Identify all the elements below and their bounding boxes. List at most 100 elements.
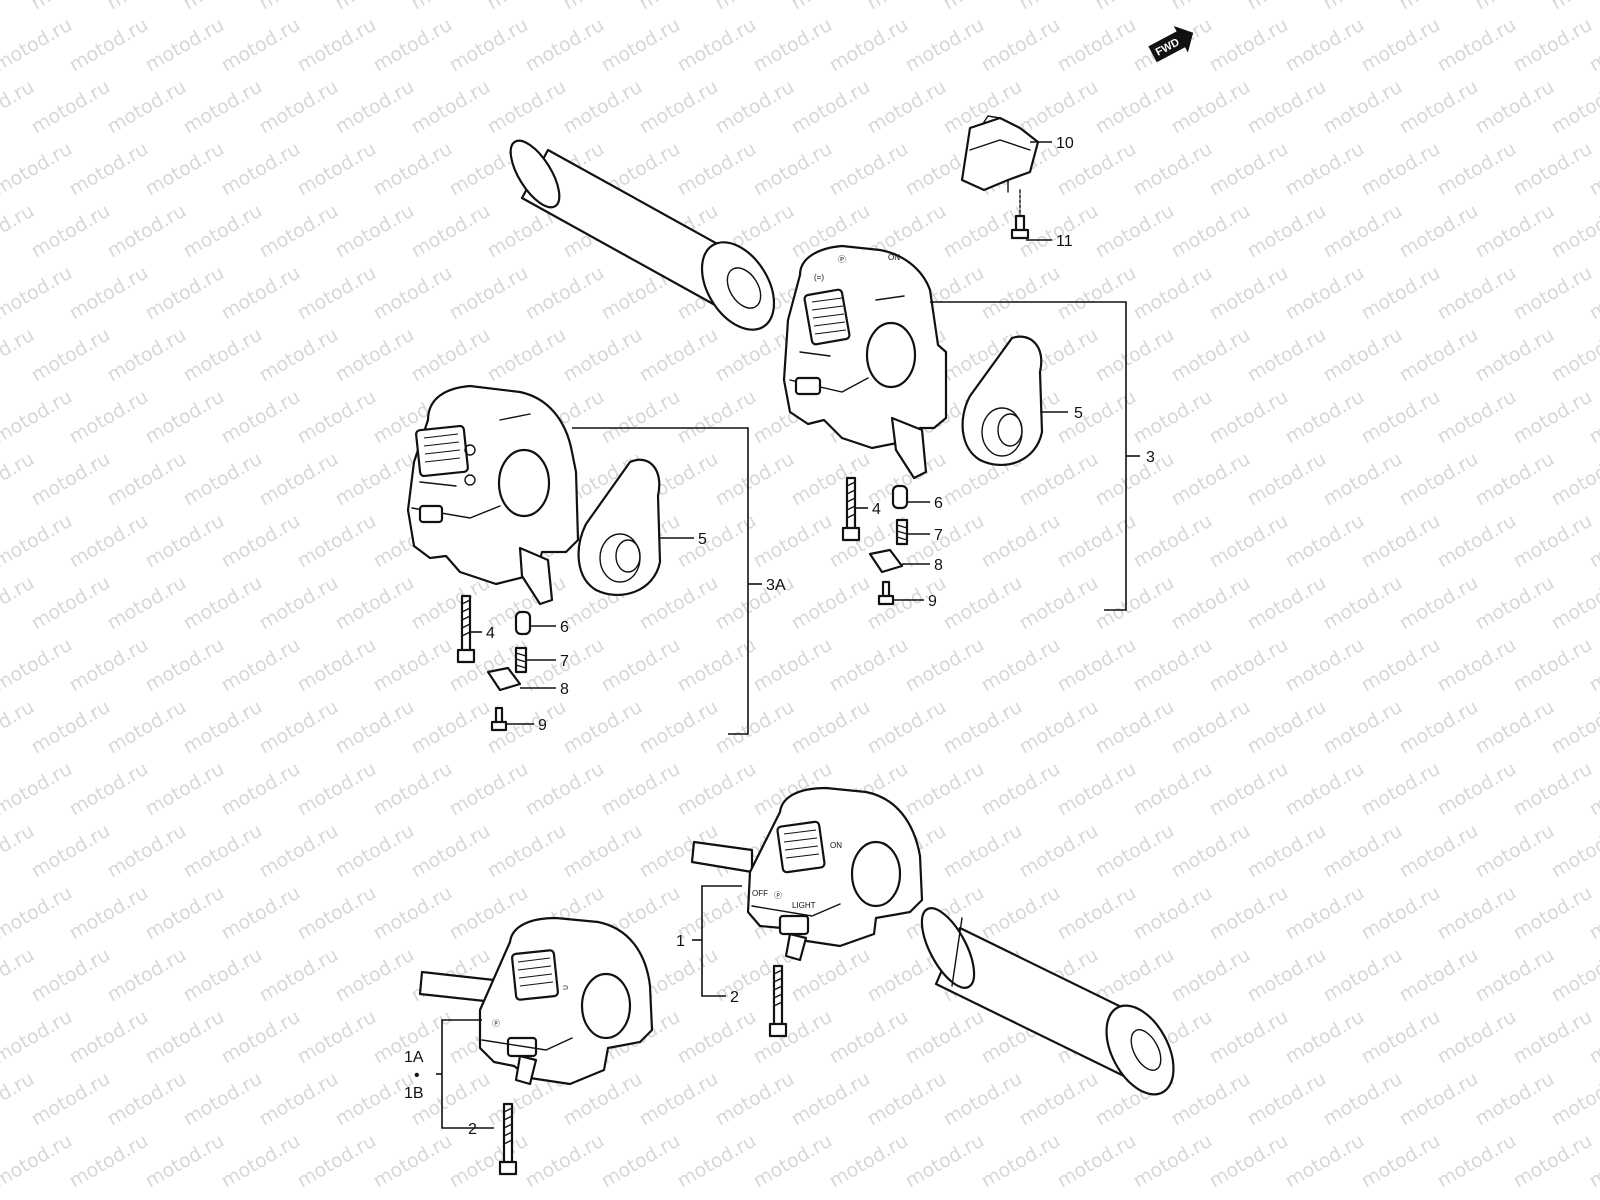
watermark-text: motod.ru [1510,1006,1596,1069]
watermark-text: motod.ru [1054,1130,1140,1193]
watermark-text: motod.ru [1130,634,1216,697]
label-6-left: 6 [560,619,569,636]
watermark-text: motod.ru [180,1068,266,1131]
watermark-text: motod.ru [370,758,456,821]
watermark-text: motod.ru [750,634,836,697]
watermark-text: motod.ru [1472,448,1558,511]
watermark-text: motod.ru [864,0,950,14]
watermark-text: motod.ru [66,138,152,201]
watermark-text: motod.ru [142,138,228,201]
watermark-text: motod.ru [332,820,418,883]
watermark-text: motod.ru [1472,76,1558,139]
watermark-text: motod.ru [522,262,608,325]
watermark-text: motod.ru [1016,0,1102,14]
watermark-text: motod.ru [902,510,988,573]
watermark-text: motod.ru [1282,1006,1368,1069]
label-3: 3 [1146,449,1155,466]
watermark-text: motod.ru [180,0,266,14]
label-8-left: 8 [560,681,569,698]
watermark-text: motod.ru [1206,1130,1292,1193]
label-8-right: 8 [934,557,943,574]
plate-part-8-left [486,666,522,692]
watermark-text: motod.ru [1054,386,1140,449]
watermark-text: motod.ru [256,76,342,139]
watermark-text: motod.ru [1358,138,1444,201]
label-6-right: 6 [934,495,943,512]
knob-part-6-right [891,484,909,510]
watermark-text: motod.ru [1396,696,1482,759]
watermark-text: motod.ru [484,324,570,387]
watermark-text: motod.ru [674,510,760,573]
watermark-text: motod.ru [1092,820,1178,883]
watermark-text: motod.ru [1130,138,1216,201]
watermark-text: motod.ru [1548,696,1600,759]
label-9-right: 9 [928,593,937,610]
watermark-text: motod.ru [1434,634,1520,697]
watermark-text: motod.ru [408,572,494,635]
watermark-text: motod.ru [1434,138,1520,201]
watermark-text: motod.ru [1282,634,1368,697]
screw-part-2-left [498,1102,518,1176]
watermark-text: motod.ru [1358,634,1444,697]
watermark-text: motod.ru [142,386,228,449]
watermark-text: motod.ru [1054,634,1140,697]
watermark-text: motod.ru [294,758,380,821]
watermark-text: motod.ru [1168,0,1254,14]
label-2-left: 2 [468,1121,477,1138]
watermark-text: motod.ru [598,14,684,77]
knob-part-6-left [514,610,532,636]
watermark-text: motod.ru [256,944,342,1007]
watermark-text: motod.ru [294,386,380,449]
watermark-text: motod.ru [1396,448,1482,511]
watermark-text: motod.ru [1092,944,1178,1007]
watermark-text: motod.ru [1092,448,1178,511]
svg-text:⊃: ⊃ [562,983,569,992]
watermark-text: motod.ru [1320,696,1406,759]
watermark-text: motod.ru [370,1130,456,1193]
label-1-dot: • [414,1067,420,1084]
watermark-text: motod.ru [1130,386,1216,449]
watermark-text: motod.ru [0,758,76,821]
watermark-text: motod.ru [1168,324,1254,387]
watermark-text: motod.ru [370,138,456,201]
watermark-text: motod.ru [1244,572,1330,635]
watermark-text: motod.ru [180,200,266,263]
watermark-text: motod.ru [1206,634,1292,697]
watermark-text: motod.ru [180,696,266,759]
leader-lines [436,141,1140,1129]
watermark-text: motod.ru [1396,820,1482,883]
watermark-text: motod.ru [180,572,266,635]
watermark-text: motod.ru [1320,200,1406,263]
watermark-text: motod.ru [180,820,266,883]
watermark-text: motod.ru [142,262,228,325]
watermark-text: motod.ru [218,138,304,201]
watermark-text: motod.ru [1130,758,1216,821]
svg-text:ⓟ: ⓟ [492,1019,500,1028]
watermark-text: motod.ru [218,758,304,821]
watermark-text: motod.ru [1510,386,1596,449]
watermark-text: motod.ru [1244,1068,1330,1131]
watermark-text: motod.ru [1168,572,1254,635]
watermark-text: motod.ru [1396,0,1482,14]
watermark-text: motod.ru [1016,1068,1102,1131]
watermark-text: motod.ru [1016,820,1102,883]
watermark-text: motod.ru [1320,0,1406,14]
label-1b: 1B [404,1085,424,1102]
watermark-text: motod.ru [864,76,950,139]
watermark-text: motod.ru [1510,510,1596,573]
label-5-right: 5 [1074,405,1083,422]
svg-text:(=): (=) [814,273,824,282]
watermark-text: motod.ru [180,324,266,387]
watermark-text: motod.ru [902,1130,988,1193]
watermark-text: motod.ru [28,76,114,139]
watermark-text: motod.ru [560,324,646,387]
watermark-text: motod.ru [1206,138,1292,201]
switch-text-light: LIGHT [792,901,816,910]
watermark-text: motod.ru [522,1130,608,1193]
watermark-text: motod.ru [1282,138,1368,201]
watermark-text: motod.ru [1548,448,1600,511]
watermark-text: motod.ru [408,696,494,759]
watermark-text: motod.ru [1282,1130,1368,1193]
watermark-text: motod.ru [978,758,1064,821]
label-7-right: 7 [934,527,943,544]
